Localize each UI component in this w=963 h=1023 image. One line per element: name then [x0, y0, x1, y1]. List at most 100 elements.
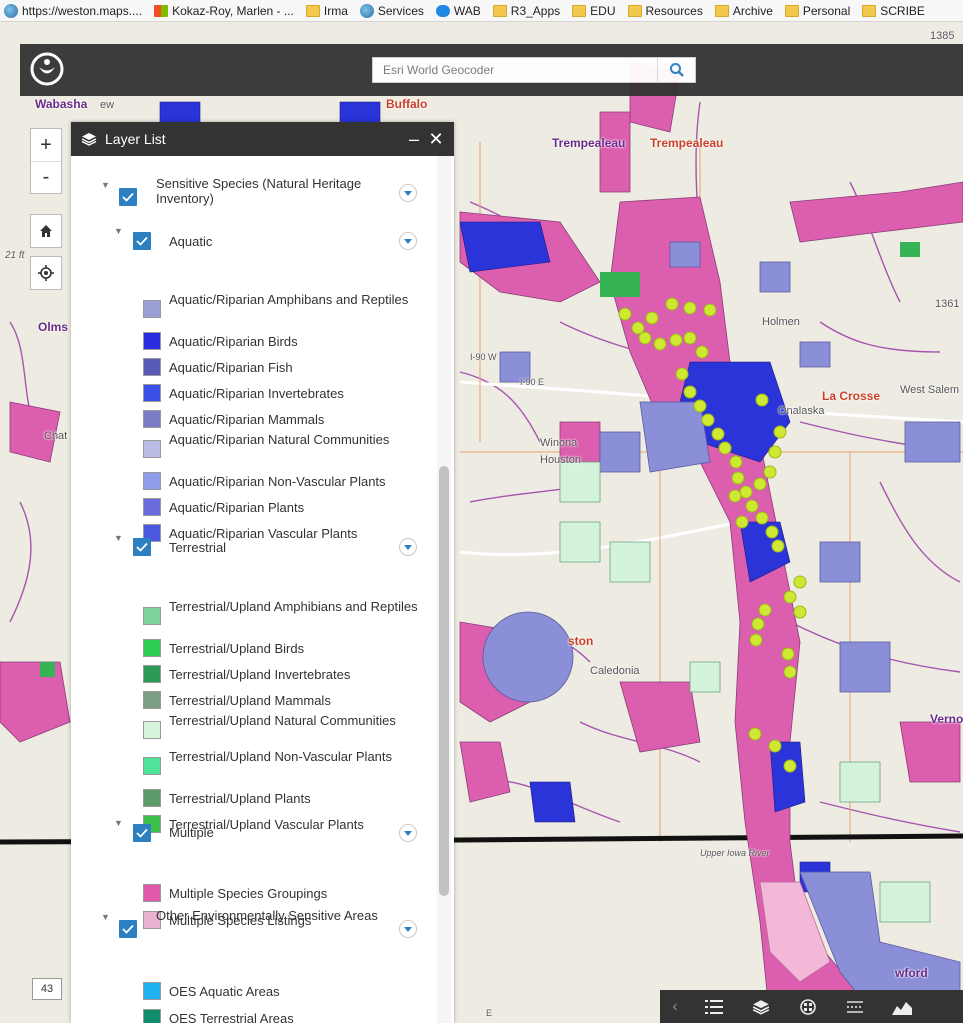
legend-swatch [143, 498, 161, 516]
collapse-caret-icon[interactable]: ▼ [114, 818, 123, 828]
minimize-button[interactable]: – [408, 128, 419, 149]
layer-checkbox-aquatic[interactable] [133, 232, 151, 250]
legend-swatch [143, 639, 161, 657]
search-button[interactable] [657, 58, 695, 82]
zoom-in-button[interactable]: + [40, 133, 52, 156]
layer-label-terrestrial: Terrestrial [169, 540, 227, 555]
map-label-chat: Chat [44, 430, 68, 442]
panel-scrollbar[interactable] [437, 156, 451, 1023]
home-control [30, 214, 62, 248]
zoom-controls: + - [30, 128, 62, 194]
layer-label-oes: Other Environmentally Sensitive Areas [156, 908, 378, 923]
map-label-1361: 1361 [935, 298, 960, 310]
map-label-houston: Houston [540, 454, 581, 466]
legend-swatch [143, 300, 161, 318]
collapse-caret-icon[interactable]: ▼ [101, 180, 110, 190]
map-label-e: E [486, 1008, 493, 1018]
layer-list-widget-button[interactable] [737, 990, 784, 1023]
legend-label: Terrestrial/Upland Natural Communities [169, 713, 396, 728]
folder-icon [627, 4, 642, 17]
highlighted-points [618, 297, 807, 773]
map-label-verno: Verno [930, 712, 963, 726]
map-label-ew: ew [100, 99, 115, 111]
collapse-caret-icon[interactable]: ▼ [101, 912, 110, 922]
search-input[interactable] [373, 58, 657, 82]
bookmark-services[interactable]: Services [359, 3, 424, 18]
locate-icon [38, 265, 54, 281]
layers-icon [81, 133, 97, 146]
legend-label: OES Aquatic Areas [169, 984, 280, 999]
bookmark-r3-apps[interactable]: R3_Apps [492, 4, 560, 18]
bookmark-kokaz[interactable]: Kokaz-Roy, Marlen - ... [154, 4, 294, 18]
map-label-la-crosse: La Crosse [822, 389, 881, 403]
legend-swatch [143, 1009, 161, 1023]
layer-checkbox-multiple[interactable] [133, 824, 151, 842]
map-label-winona: Winona [540, 437, 578, 449]
layer-checkbox-terrestrial[interactable] [133, 538, 151, 556]
map-label-buffalo: Buffalo [386, 97, 428, 111]
check-icon [136, 236, 148, 246]
toolbar-previous-button[interactable]: ‹ [672, 997, 678, 1015]
bookmark-personal[interactable]: Personal [784, 4, 850, 18]
bookmark-wab[interactable]: WAB [435, 4, 481, 18]
legend-label: Aquatic/Riparian Birds [169, 334, 298, 349]
check-icon [122, 924, 134, 934]
map-label-wabasha: Wabasha [35, 97, 88, 111]
home-button[interactable] [31, 215, 61, 247]
list-icon [704, 999, 723, 1014]
legend-label: Terrestrial/Upland Amphibians and Reptil… [169, 599, 418, 614]
folder-icon [305, 4, 320, 17]
legend-swatch [143, 665, 161, 683]
locate-button[interactable] [31, 257, 61, 289]
cloud-icon [435, 4, 450, 17]
bookmark-weston[interactable]: https://weston.maps.... [4, 3, 142, 18]
legend-swatch [143, 757, 161, 775]
legend-swatch [143, 789, 161, 807]
scrollbar-thumb[interactable] [439, 466, 449, 896]
bookmark-edu[interactable]: EDU [572, 4, 616, 18]
legend-label: Aquatic/Riparian Vascular Plants [169, 526, 358, 541]
legend-swatch [143, 384, 161, 402]
layer-checkbox-sensitive-species[interactable] [119, 188, 137, 206]
bookmark-archive[interactable]: Archive [714, 4, 773, 18]
map-label-i90e: I-90 E [520, 377, 545, 387]
bookmark-scribe[interactable]: SCRIBE [862, 4, 925, 18]
layer-list-panel: Layer List – ✕ ▼ Sensitive Species (Natu… [71, 122, 454, 1023]
bookmarks-bar: https://weston.maps.... Kokaz-Roy, Marle… [0, 0, 963, 22]
bookmark-resources[interactable]: Resources [627, 4, 703, 18]
legend-swatch [143, 440, 161, 458]
legend-widget-button[interactable] [690, 990, 737, 1023]
legend-label: Terrestrial/Upland Plants [169, 791, 311, 806]
layer-options-sensitive-species[interactable] [399, 184, 417, 202]
bookmark-irma[interactable]: Irma [305, 4, 348, 18]
legend-label: Terrestrial/Upland Birds [169, 641, 305, 656]
collapse-caret-icon[interactable]: ▼ [114, 533, 123, 543]
microsoft-icon [154, 4, 169, 17]
map-label-caledonia: Caledonia [590, 665, 640, 677]
legend-label: Aquatic/Riparian Non-Vascular Plants [169, 474, 386, 489]
layer-options-terrestrial[interactable] [399, 538, 417, 556]
legend-label: Terrestrial/Upland Non-Vascular Plants [169, 749, 393, 764]
legend-swatch [143, 721, 161, 739]
panel-title: Layer List [105, 131, 166, 147]
folder-icon [572, 4, 587, 17]
measure-icon [846, 1000, 863, 1013]
measurement-widget-button[interactable] [831, 990, 878, 1023]
close-button[interactable]: ✕ [428, 128, 444, 149]
zoom-out-button[interactable]: - [31, 161, 61, 193]
map-features [0, 61, 963, 1023]
layer-checkbox-oes[interactable] [119, 920, 137, 938]
legend-swatch [143, 607, 161, 625]
locate-control [30, 256, 62, 290]
map-label-i90w: I-90 W [470, 352, 497, 362]
elevation-profile-button[interactable] [878, 990, 925, 1023]
basemap-gallery-button[interactable] [784, 990, 831, 1023]
legend-label: OES Terrestrial Areas [169, 1011, 294, 1023]
legend-label: Terrestrial/Upland Mammals [169, 693, 331, 708]
epa-logo-icon [30, 52, 64, 86]
layer-options-multiple[interactable] [399, 824, 417, 842]
layer-options-aquatic[interactable] [399, 232, 417, 250]
collapse-caret-icon[interactable]: ▼ [114, 226, 123, 236]
layer-list-body: ▼ Sensitive Species (Natural Heritage In… [71, 156, 454, 1023]
layer-options-oes[interactable] [399, 920, 417, 938]
